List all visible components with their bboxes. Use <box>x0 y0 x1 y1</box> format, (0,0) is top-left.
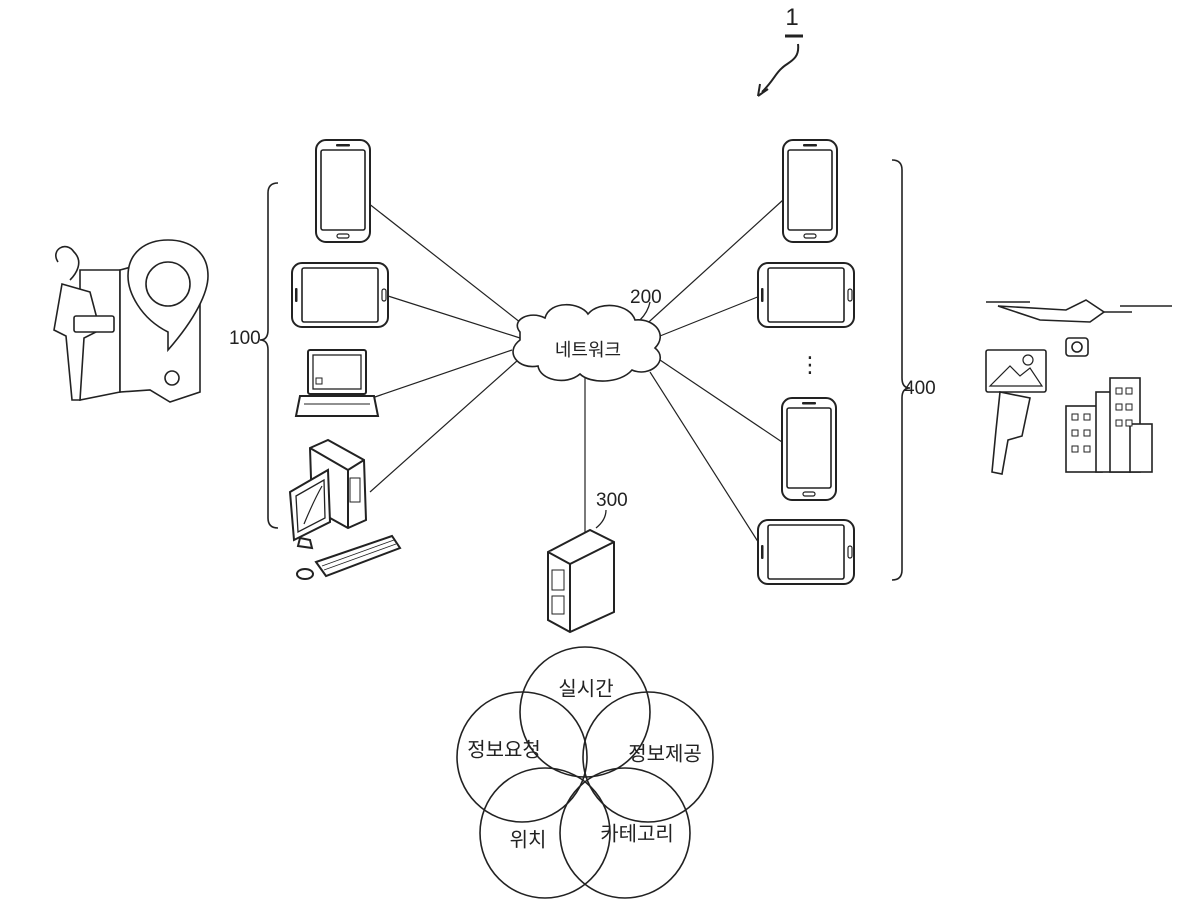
venn-label-info-provide: 정보제공 <box>628 738 702 767</box>
venn-label-location: 위치 <box>510 824 547 853</box>
tablet-icon <box>292 263 388 327</box>
ellipsis-icon: ⋮ <box>799 353 821 378</box>
desktop-computer-icon <box>290 440 400 579</box>
venn-label-info-request: 정보요청 <box>467 734 541 763</box>
smartphone-icon <box>782 398 836 500</box>
link-laptop <box>372 350 512 398</box>
venn-label-realtime: 실시간 <box>558 673 613 702</box>
right-brace <box>892 160 910 580</box>
label-network-id: 200 <box>630 287 662 309</box>
label-group-right: 400 <box>904 378 936 400</box>
label-server-id: 300 <box>596 490 628 512</box>
label-group-left: 100 <box>229 328 261 350</box>
drone-media-buildings-illustration <box>986 300 1172 474</box>
network-label: 네트워크 <box>555 336 621 362</box>
venn-label-category: 카테고리 <box>600 818 674 847</box>
link-phone-left-top <box>368 203 530 330</box>
link-tablet-right-bottom <box>650 372 762 548</box>
smartphone-icon <box>783 140 837 242</box>
figure-reference <box>758 36 803 96</box>
tablet-icon <box>758 520 854 584</box>
map-location-person-illustration <box>54 240 208 402</box>
link-phone-right-bottom <box>660 360 782 442</box>
figure-number: 1 <box>785 4 798 31</box>
laptop-icon <box>296 350 378 416</box>
link-tablet-left <box>388 296 520 338</box>
left-brace <box>260 183 278 528</box>
tablet-icon <box>758 263 854 327</box>
smartphone-icon <box>316 140 370 242</box>
link-desktop <box>370 360 518 492</box>
server-icon <box>548 510 614 632</box>
